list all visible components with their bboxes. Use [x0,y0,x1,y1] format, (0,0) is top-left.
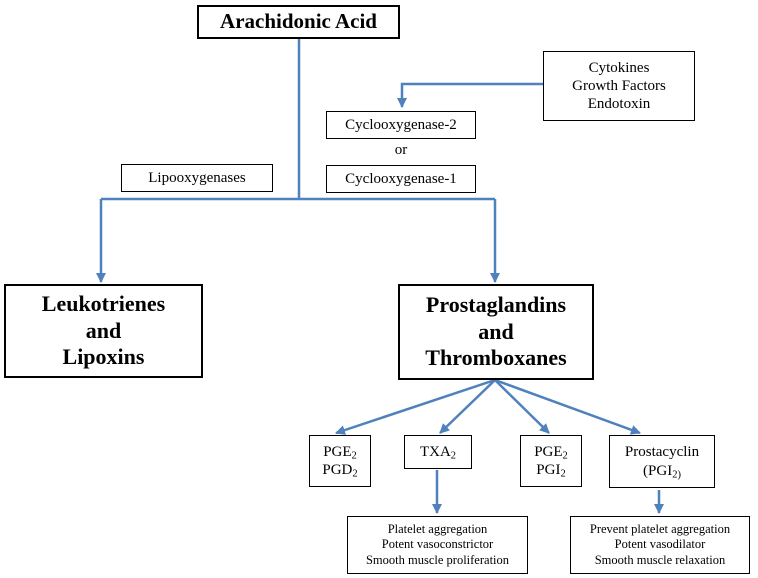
stimulus-growth-factors: Growth Factors [572,77,666,94]
arrow-to-pge2-pgd2 [335,378,496,435]
pge2-pgi2-box: PGE2 PGI2 [520,435,582,487]
effect-smooth-muscle-proliferation: Smooth muscle proliferation [365,552,510,567]
effect-vasoconstrictor: Potent vasoconstrictor [381,537,494,552]
pge2-label-2: PGE2 [534,443,568,462]
leukotrienes-box: Leukotrienes and Lipoxins [4,284,203,378]
lipooxygenases-box: Lipooxygenases [121,164,273,192]
effect-vasodilator: Potent vasodilator [614,537,706,552]
pgi2-label: PGI2 [536,462,566,480]
prostaglandins-box: Prostaglandins and Thromboxanes [398,284,594,380]
leukotrienes-and-label: and [85,317,122,343]
stimulus-endotoxin: Endotoxin [587,96,651,113]
thromboxanes-label: Thromboxanes [425,345,567,371]
arrow-to-pge2-pgi2 [494,379,550,434]
pge2-label: PGE2 [323,443,357,462]
pgi2-paren-label: (PGI2) [643,462,681,481]
arachidonic-acid-box: Arachidonic Acid [197,5,400,39]
txa2-box: TXA2 [404,435,472,469]
txa2-effects-box: Platelet aggregation Potent vasoconstric… [347,516,528,574]
stimulus-cytokines: Cytokines [588,59,650,76]
effect-prevent-platelet-aggregation: Prevent platelet aggregation [589,522,731,537]
cyclooxygenase-2-label: Cyclooxygenase-2 [345,116,457,133]
arrow-to-prostacyclin [494,378,641,435]
or-label: or [394,142,408,158]
prostaglandins-and-label: and [478,318,514,344]
pge2-pgd2-box: PGE2 PGD2 [309,435,371,487]
arachidonic-acid-label: Arachidonic Acid [220,9,377,34]
lipooxygenases-label: Lipooxygenases [148,169,246,186]
prostaglandins-label: Prostaglandins [425,291,567,317]
lipoxins-label: Lipoxins [62,344,145,370]
cyclooxygenase-2-box: Cyclooxygenase-2 [326,111,476,139]
leukotrienes-label: Leukotrienes [41,290,166,316]
pgi2-effects-box: Prevent platelet aggregation Potent vaso… [570,516,750,574]
arrow-to-txa2 [439,379,496,434]
arrow-stimuli-to-cox2 [397,82,543,108]
effect-smooth-muscle-relaxation: Smooth muscle relaxation [594,552,726,567]
prostacyclin-box: Prostacyclin (PGI2) [609,435,715,488]
pgd2-label: PGD2 [322,462,358,480]
effect-platelet-aggregation: Platelet aggregation [387,522,488,537]
cyclooxygenase-1-label: Cyclooxygenase-1 [345,170,457,187]
txa2-label: TXA2 [419,443,457,462]
prostacyclin-label: Prostacyclin [624,444,700,461]
cyclooxygenase-1-box: Cyclooxygenase-1 [326,165,476,193]
stimuli-box: Cytokines Growth Factors Endotoxin [543,51,695,121]
